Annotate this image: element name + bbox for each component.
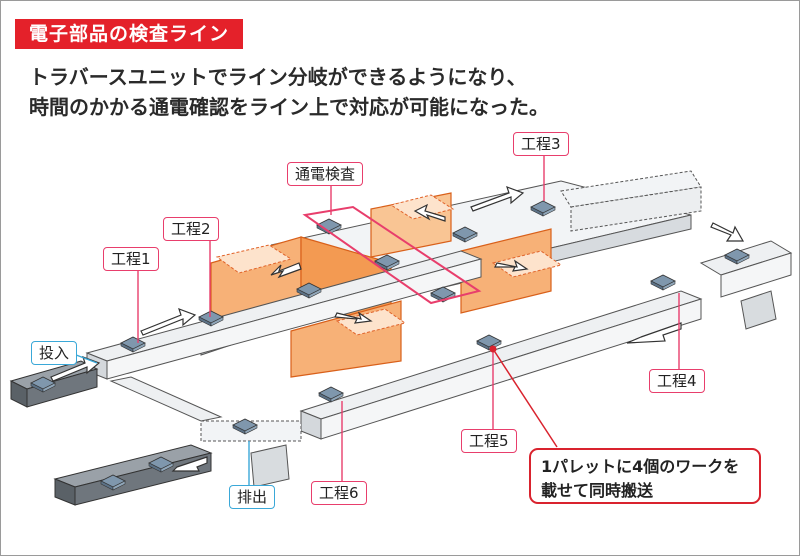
pallet-note-line-2: 載せて同時搬送 <box>541 481 654 500</box>
label-output: 排出 <box>229 485 276 509</box>
label-process-4: 工程4 <box>649 369 705 393</box>
subtitle-line-2: 時間のかかる通電確認をライン上で対応が可能になった。 <box>29 95 549 119</box>
output-feeder <box>53 444 213 506</box>
flow-arrows <box>50 185 745 472</box>
pallet-note: 1パレットに4個のワークを 載せて同時搬送 <box>529 448 761 504</box>
main-conveyor <box>85 170 793 488</box>
note-leader <box>489 345 558 448</box>
label-process-1: 工程1 <box>103 247 159 271</box>
page-title: 電子部品の検査ライン <box>15 19 244 49</box>
label-process-5: 工程5 <box>461 429 517 453</box>
label-process-3: 工程3 <box>513 132 569 156</box>
label-process-2: 工程2 <box>163 217 219 241</box>
inspection-zone <box>302 205 482 305</box>
subtitle-line-1: トラバースユニットでライン分岐ができるようになり、 <box>29 65 527 89</box>
pallet-note-line-1: 1パレットに4個のワークを <box>541 457 740 476</box>
label-inspection: 通電検査 <box>287 162 364 186</box>
label-input: 投入 <box>31 341 78 365</box>
leader-lines <box>137 153 680 481</box>
label-process-6: 工程6 <box>311 481 367 505</box>
